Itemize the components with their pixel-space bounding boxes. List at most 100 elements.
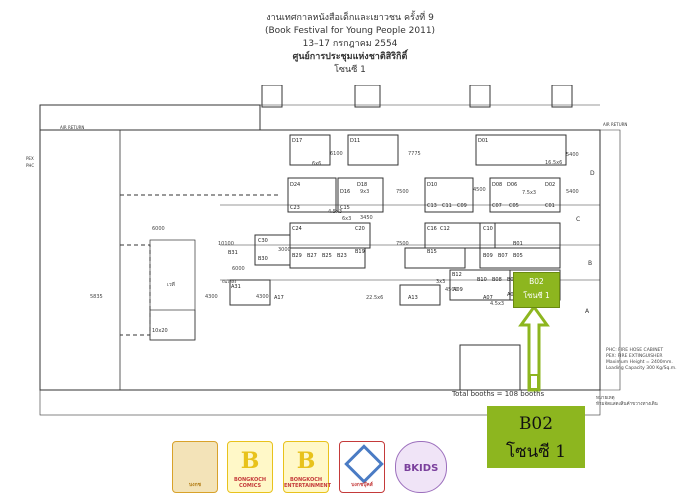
callout-booth-code: B02 <box>518 414 554 434</box>
dim-7775: 7775 <box>408 151 421 157</box>
legend-height: Maximum Height = 2400mm. <box>606 360 673 365</box>
booth-a13: A13 <box>408 295 418 301</box>
bongkoch-logo: บงกช <box>172 441 218 493</box>
booth-b10: B10 <box>477 277 487 283</box>
bongkoch-comics-logo: B BONGKOCH COMICS <box>227 441 273 493</box>
page-header: งานเทศกาลหนังสือเด็กและเยาวชน ครั้งที่ 9… <box>0 12 700 77</box>
note-title: หมายเหตุ <box>596 396 615 401</box>
floor-plan-map: D17 D11 D01 D24 D18 D16 D10 D08 D06 D02 … <box>26 85 627 416</box>
dim-4300-b: 4300 <box>256 294 269 300</box>
event-title-en: (Book Festival for Young People 2011) <box>264 26 436 36</box>
size-16-5x6: 16.5x6 <box>545 160 562 166</box>
dim-10100: 10100 <box>218 241 234 247</box>
phc-label: PHC <box>26 163 34 168</box>
event-zone: โซนซี 1 <box>334 65 366 75</box>
bongkoch-books-logo: บงกชบุ๊คส์ <box>339 441 385 493</box>
booth-b12: B12 <box>452 272 462 278</box>
booth-c11: C11 <box>442 203 452 209</box>
dim-6100: 6100 <box>330 151 343 157</box>
booth-a09: A09 <box>453 287 463 293</box>
size-6x3: 6x3 <box>342 216 351 222</box>
booth-b07: B07 <box>498 253 508 259</box>
sponsor-logos: บงกช B BONGKOCH COMICS B BONGKOCH ENTERT… <box>172 441 492 503</box>
booth-c01: C01 <box>545 203 555 209</box>
pex-label: PEX <box>26 156 34 161</box>
booth-c24: C24 <box>292 226 302 232</box>
booth-c13: C13 <box>427 203 437 209</box>
booth-b15: B15 <box>427 249 437 255</box>
dim-5400-top: 5400 <box>566 152 579 158</box>
dim-3000: 3000 <box>278 247 291 253</box>
booth-b02-zone: โซนซี 1 <box>523 291 550 300</box>
dim-7500-a: 7500 <box>396 189 409 195</box>
dim-7500-b: 7500 <box>396 241 409 247</box>
bkids-logo: BKIDS <box>395 441 447 493</box>
booth-d06: D06 <box>507 182 517 188</box>
stairs-label: บันไดลง <box>222 279 236 284</box>
booth-d17: D17 <box>292 138 302 144</box>
booth-a07: A07 <box>483 295 493 301</box>
legend: PHC: FIRE HOSE CABINET PEX: FIRE EXTINGU… <box>606 348 698 372</box>
dim-4500-a: 4500 <box>473 187 486 193</box>
event-title-th: งานเทศกาลหนังสือเด็กและเยาวชน ครั้งที่ 9 <box>266 13 434 23</box>
booth-b02-code: B02 <box>529 277 544 286</box>
booth-b01: B01 <box>513 241 523 247</box>
booth-c10: C10 <box>483 226 493 232</box>
size-9x3: 9x3 <box>360 189 369 195</box>
event-dates: 13–17 กรกฎาคม 2554 <box>302 39 398 49</box>
booth-b02-highlight[interactable]: B02 โซนซี 1 <box>513 272 560 308</box>
booth-b23: B23 <box>337 253 347 259</box>
air-return-left: AIR RETURN <box>60 125 84 130</box>
booth-b25: B25 <box>322 253 332 259</box>
booth-c16: C16 <box>427 226 437 232</box>
dim-6000-b: 6000 <box>232 266 245 272</box>
booth-location-callout: B02 โซนซี 1 <box>487 406 585 468</box>
booth-c07: C07 <box>492 203 502 209</box>
callout-zone: โซนซี 1 <box>505 442 567 462</box>
booth-b19: B19 <box>355 249 365 255</box>
booth-b09: B09 <box>483 253 493 259</box>
size-4-5x3: 4.5x3 <box>328 209 342 215</box>
entrance-a: A <box>585 308 590 315</box>
total-booths: Total booths = 108 booths <box>452 390 545 398</box>
notes: หมายเหตุ ห้ามจัดแสดงสินค้าขวางทางเดิน <box>596 396 696 408</box>
booth-a31: A31 <box>231 284 241 290</box>
size-7-5x3: 7.5x3 <box>522 190 536 196</box>
event-venue: ศูนย์การประชุมแห่งชาติสิริกิติ์ <box>292 52 408 62</box>
dim-5400-mid: 5400 <box>566 189 579 195</box>
legend-phc: PHC: FIRE HOSE CABINET <box>606 348 664 353</box>
booth-c09: C09 <box>457 203 467 209</box>
legend-capacity: Loading Capacity 300 Kg/Sq.m. <box>606 366 677 371</box>
booth-d18: D18 <box>357 182 367 188</box>
booth-a17: A17 <box>274 295 284 301</box>
booth-d08: D08 <box>492 182 502 188</box>
room-label: 10x20 <box>152 328 168 334</box>
dim-3450: 3450 <box>360 215 373 221</box>
dim-5835: 5835 <box>90 294 103 300</box>
entrance-c: C <box>576 216 580 223</box>
stage-label: เวที <box>167 281 175 288</box>
size-22-5x6: 22.5x6 <box>366 295 383 301</box>
size-4-5x3-b: 4.5x3 <box>490 301 504 307</box>
booth-d02: D02 <box>545 182 555 188</box>
booth-b08: B08 <box>492 277 502 283</box>
booth-a05: A05 <box>507 292 517 298</box>
booth-b27: B27 <box>307 253 317 259</box>
bongkoch-entertainment-logo: B BONGKOCH ENTERTAINMENT <box>283 441 331 493</box>
booth-c23: C23 <box>290 205 300 211</box>
booth-c12: C12 <box>440 226 450 232</box>
size-6x6: 6x6 <box>312 161 321 167</box>
booth-d16: D16 <box>340 189 350 195</box>
entrance-d: D <box>590 170 595 177</box>
legend-pex: PEX: FIRE EXTINGUISHER <box>606 354 663 359</box>
booth-d10: D10 <box>427 182 437 188</box>
dim-4300-a: 4300 <box>205 294 218 300</box>
booth-c30: C30 <box>258 238 268 244</box>
booth-d01: D01 <box>478 138 488 144</box>
air-return-right: AIR RETURN <box>603 122 627 127</box>
booth-c20: C20 <box>355 226 365 232</box>
booth-b06: B06 <box>507 277 517 283</box>
booth-b30: B30 <box>258 256 268 262</box>
note-body: ห้ามจัดแสดงสินค้าขวางทางเดิน <box>596 402 658 407</box>
